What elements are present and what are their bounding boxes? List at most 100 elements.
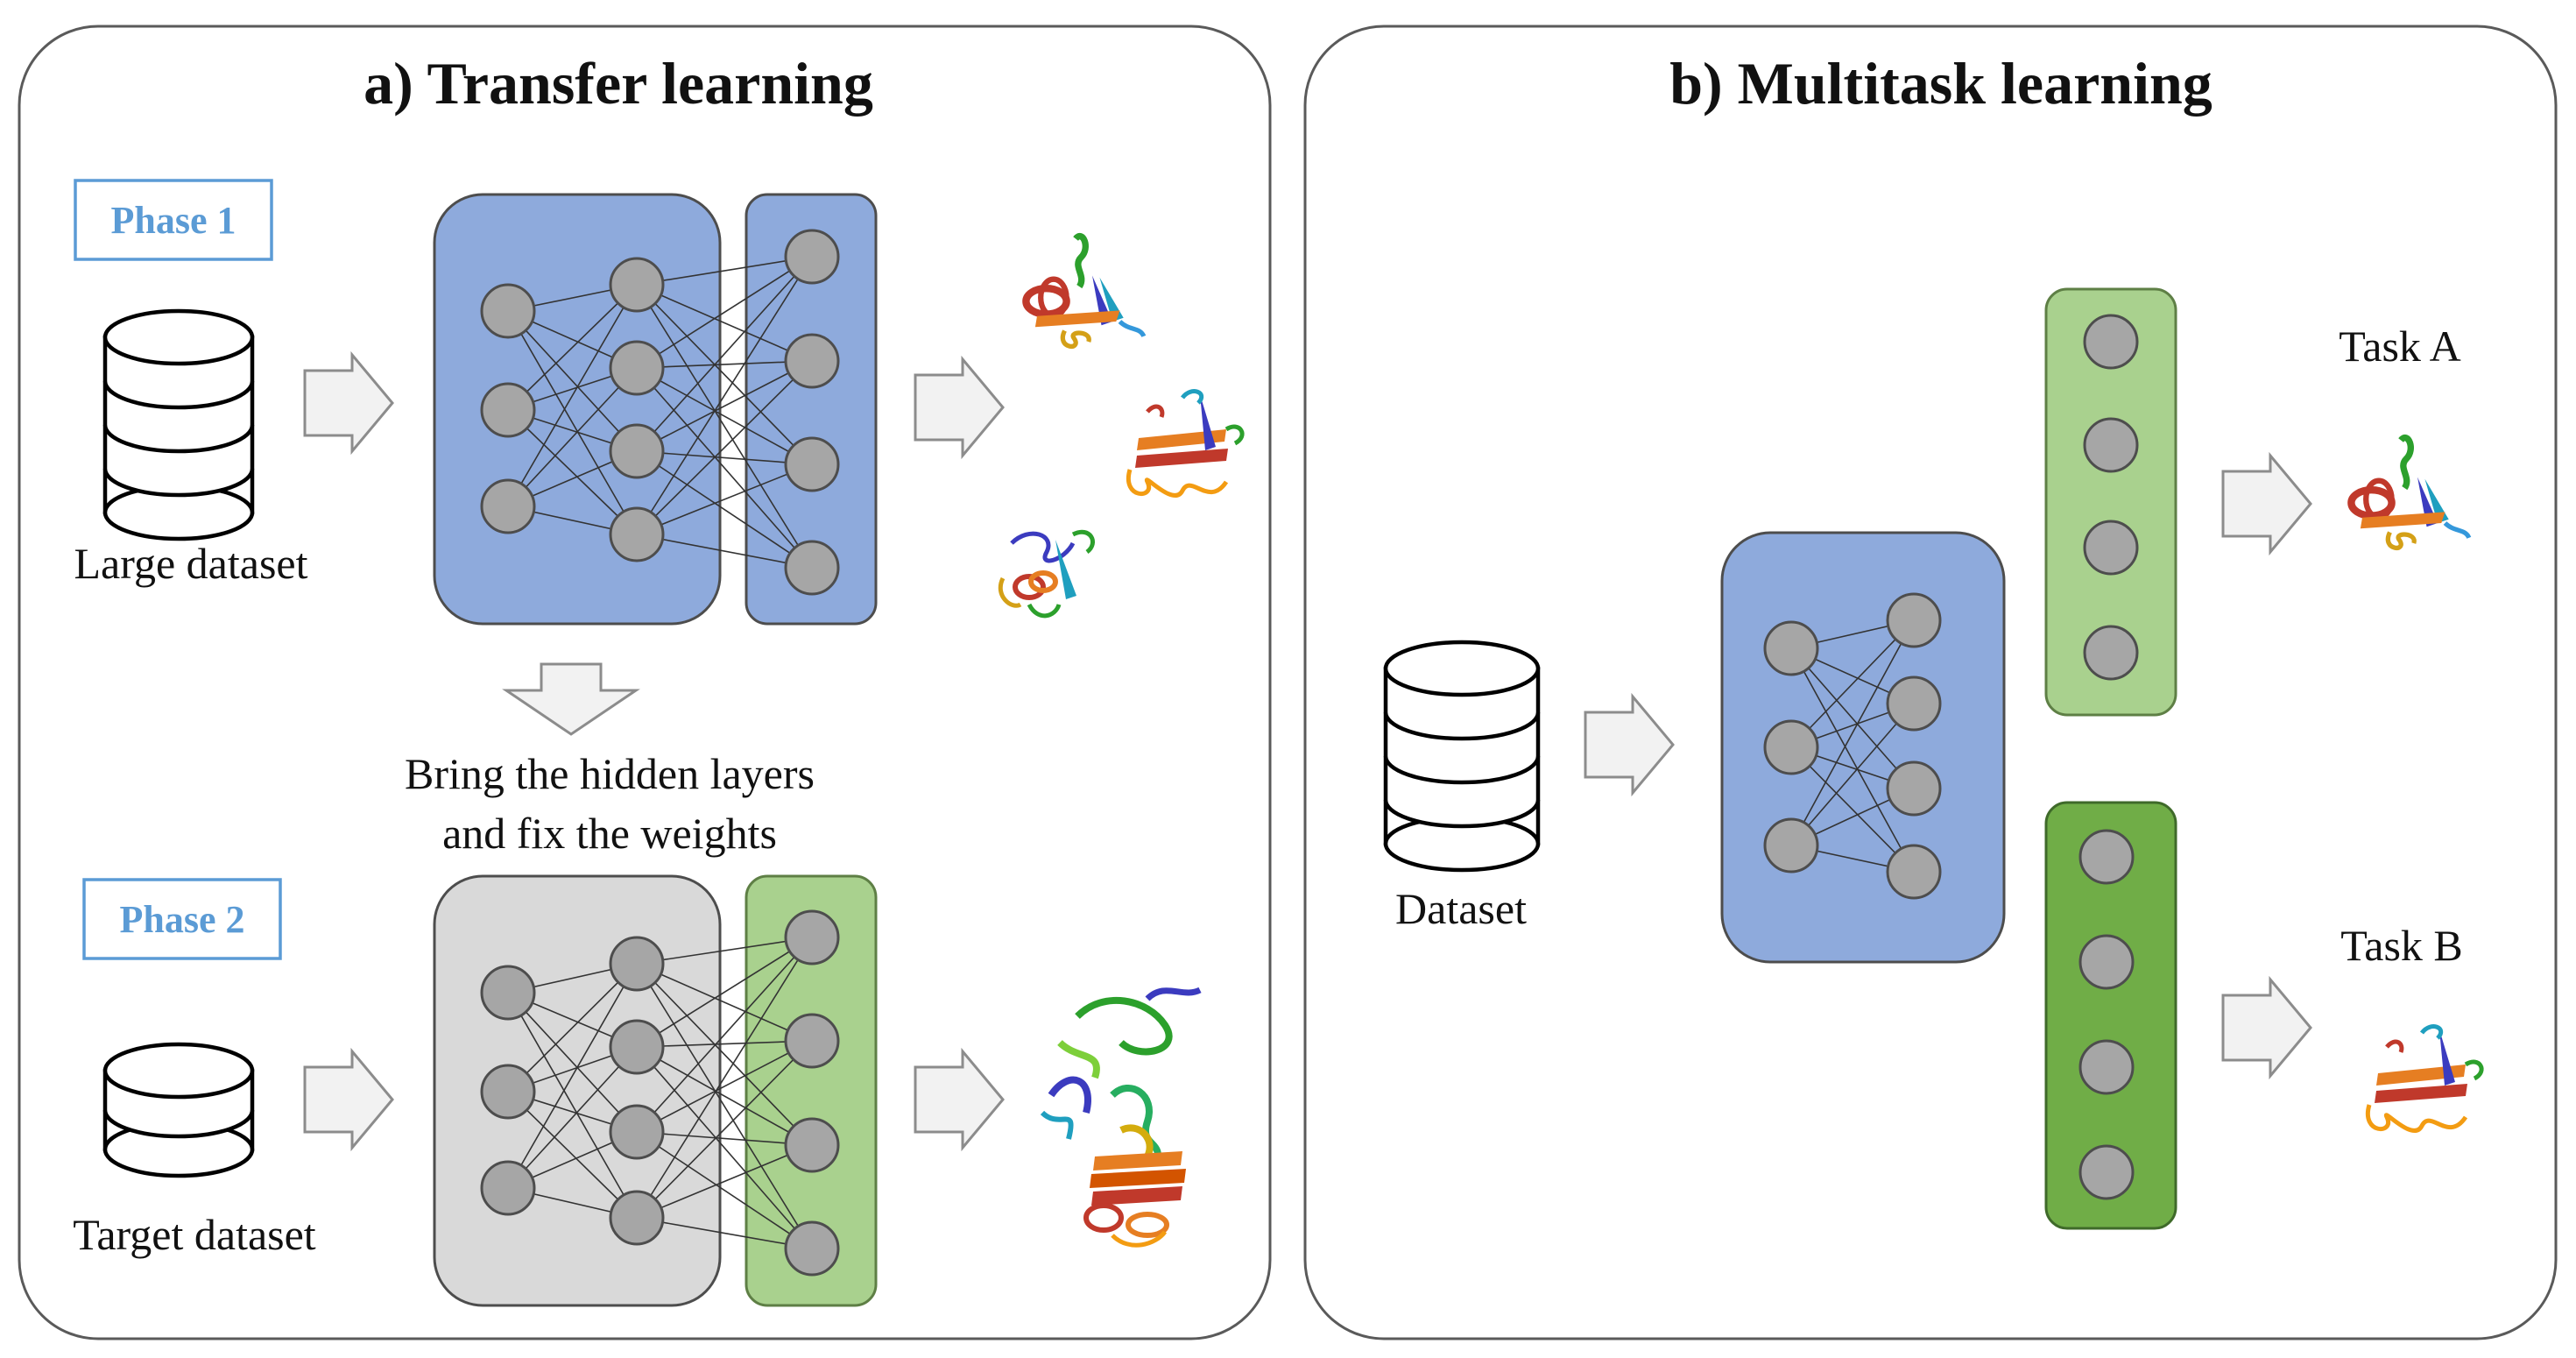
- connection-line: [507, 310, 638, 452]
- connection-line: [636, 360, 813, 535]
- neuron: [480, 1160, 536, 1216]
- connection-line: [636, 284, 813, 569]
- phase-1-label: Phase 1: [111, 199, 236, 242]
- protein-structure-icon: [1022, 233, 1147, 349]
- connection-line: [636, 1131, 813, 1146]
- connection-line: [636, 937, 813, 1219]
- connection-line: [636, 360, 813, 452]
- neuron: [1886, 592, 1942, 648]
- connection-line: [636, 1046, 813, 1146]
- neuron: [2078, 1144, 2135, 1200]
- connection-line: [507, 1091, 638, 1219]
- neuron: [609, 423, 665, 479]
- output-layer-block: [745, 193, 878, 626]
- connection-line: [636, 284, 813, 465]
- neuron: [609, 506, 665, 562]
- neuron: [609, 1190, 665, 1246]
- connection-line: [636, 937, 813, 965]
- connection-line: [636, 367, 813, 569]
- neuron: [480, 382, 536, 438]
- connection-line: [636, 534, 813, 569]
- connection-line: [507, 963, 638, 1189]
- neuron: [2083, 314, 2139, 370]
- dataset-label: Dataset: [1395, 884, 1527, 933]
- large-dataset-label: Large dataset: [74, 539, 308, 588]
- neuron: [480, 478, 536, 534]
- connection-line: [636, 256, 813, 452]
- connection-line: [636, 1040, 813, 1219]
- neuron: [2083, 417, 2139, 473]
- connection-line: [636, 256, 813, 286]
- connection-line: [636, 256, 813, 535]
- task-b-label: Task B: [2340, 921, 2463, 970]
- neuron: [480, 1064, 536, 1120]
- connection-line: [507, 1046, 638, 1189]
- panel-a-title: a) Transfer learning: [363, 50, 873, 117]
- connection-line: [636, 1144, 813, 1219]
- connection-line: [507, 367, 638, 507]
- database-icon: [102, 308, 255, 541]
- neuron: [609, 1104, 665, 1160]
- panel-transfer-learning: [18, 25, 1272, 1340]
- connection-line: [636, 963, 813, 1042]
- connection-line: [1790, 647, 1915, 873]
- phase-2-label: Phase 2: [120, 898, 245, 941]
- connection-line: [636, 1217, 813, 1249]
- target-dataset-label: Target dataset: [73, 1210, 316, 1259]
- transfer-caption-line-1: Bring the hidden layers: [405, 749, 815, 798]
- connection-line: [507, 409, 638, 535]
- neuron: [784, 540, 840, 596]
- phase-1-box: [74, 179, 273, 261]
- neuron: [609, 340, 665, 396]
- database-icon: [102, 1042, 255, 1178]
- connection-line: [636, 463, 813, 535]
- protein-structure-icon: [2365, 1024, 2484, 1133]
- connection-line: [636, 937, 813, 1048]
- connection-line: [636, 963, 813, 1146]
- neuron: [1886, 760, 1942, 817]
- neuron: [2078, 1039, 2135, 1095]
- neuron: [480, 965, 536, 1021]
- connection-line: [507, 284, 638, 411]
- connection-line: [1790, 703, 1915, 846]
- network-neurons: [480, 229, 2139, 1277]
- neuron: [1886, 844, 1942, 900]
- protein-structure-icon: [1126, 389, 1245, 498]
- neuron: [784, 1220, 840, 1277]
- connection-line: [636, 256, 813, 369]
- neuron: [2078, 829, 2135, 885]
- connection-line: [636, 1040, 813, 1133]
- connection-line: [636, 450, 813, 465]
- task-a-head-block: [2044, 287, 2177, 717]
- database-icon: [1383, 640, 1541, 873]
- neuron: [784, 909, 840, 965]
- connection-line: [1790, 746, 1915, 873]
- connection-line: [1790, 647, 1915, 789]
- protein-structure-icon: [999, 530, 1095, 619]
- new-output-layer-block: [745, 874, 878, 1307]
- connection-line: [1790, 619, 1915, 846]
- connection-line: [636, 450, 813, 569]
- neuron: [2083, 625, 2139, 681]
- connection-line: [636, 963, 813, 1249]
- phase-2-box: [82, 878, 282, 960]
- task-b-head-block: [2044, 801, 2177, 1230]
- connection-line: [507, 963, 638, 1093]
- neuron: [609, 936, 665, 992]
- neuron: [609, 1019, 665, 1075]
- neuron: [609, 257, 665, 313]
- panel-b-title: b) Multitask learning: [1669, 50, 2213, 117]
- neuron: [1763, 817, 1819, 874]
- connection-line: [507, 992, 638, 1133]
- protein-structure-icon: [2347, 435, 2472, 550]
- connection-line: [636, 360, 813, 369]
- connection-line: [636, 367, 813, 465]
- neuron: [784, 1013, 840, 1069]
- connection-line: [636, 1046, 813, 1249]
- connection-line: [507, 992, 638, 1219]
- transfer-caption-line-2: and fix the weights: [442, 809, 777, 858]
- neuron: [1763, 719, 1819, 775]
- connection-line: [507, 310, 638, 535]
- connection-line: [1790, 619, 1915, 748]
